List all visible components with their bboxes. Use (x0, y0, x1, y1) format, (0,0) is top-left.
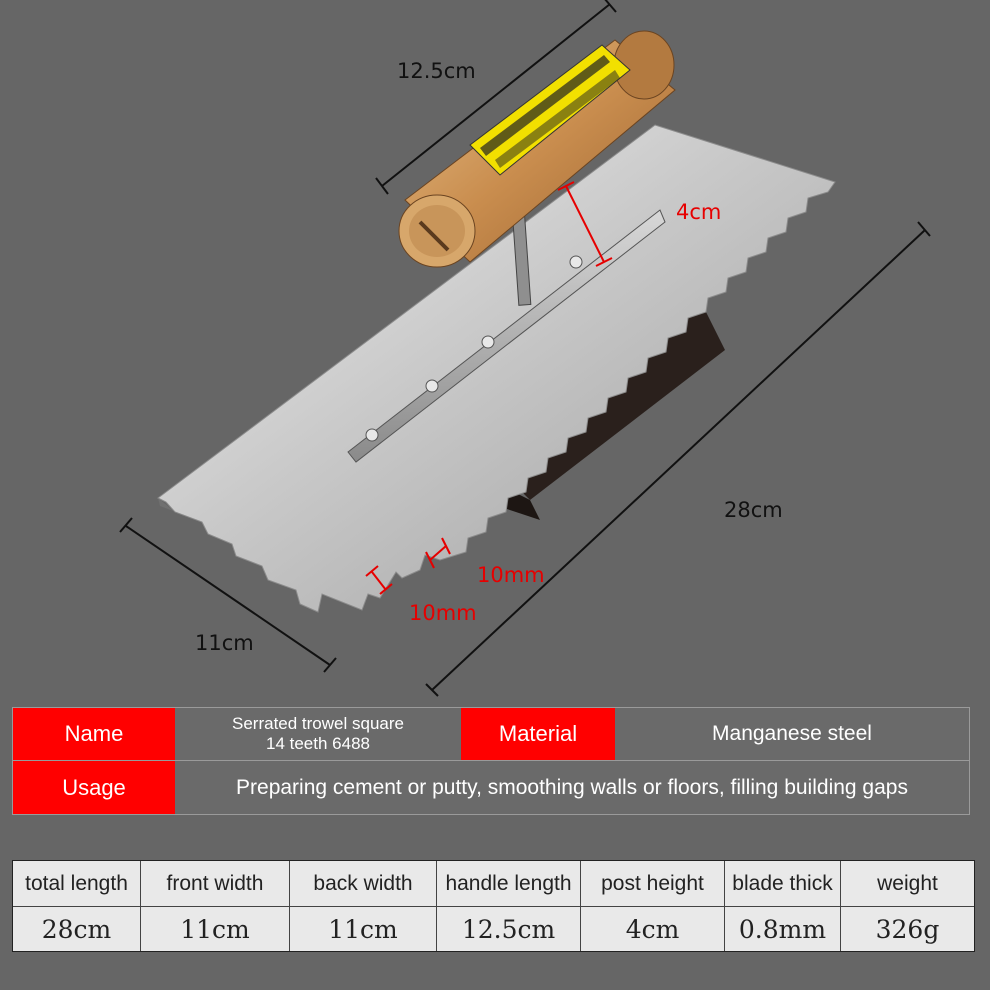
dim-front-width: 11cm (195, 631, 254, 655)
dim-handle-length: 12.5cm (397, 59, 476, 83)
spec-value-back-width: 11cm (290, 907, 437, 951)
spec-value-total-length: 28cm (13, 907, 141, 951)
product-info-table: Name Serrated trowel square 14 teeth 648… (12, 707, 970, 815)
dim-tooth-spacing: 10mm (409, 601, 477, 625)
spec-header-back-width: back width (290, 861, 437, 907)
usage-label: Usage (13, 761, 175, 814)
name-value-line2: 14 teeth 6488 (266, 734, 370, 753)
dim-post-height: 4cm (676, 200, 721, 224)
spec-header-blade-thick: blade thick (725, 861, 841, 907)
spec-value-post-height: 4cm (581, 907, 725, 951)
spec-header-weight: weight (841, 861, 974, 907)
dim-tooth-width: 10mm (477, 563, 545, 587)
spec-value-weight: 326g (875, 914, 940, 944)
spec-value-handle-length: 12.5cm (437, 907, 581, 951)
spec-value-front-width: 11cm (141, 907, 290, 951)
spec-table: total length front width back width hand… (12, 860, 975, 952)
spec-header-front-width: front width (141, 861, 290, 907)
red-dimension-lines (365, 181, 613, 595)
wooden-handle (398, 30, 676, 268)
handle-label-sticker (469, 44, 631, 176)
serrated-blade (157, 124, 836, 613)
name-label: Name (13, 708, 175, 760)
trowel-illustration: 12.5cm 4cm 28cm 11cm 10mm 10mm (119, 0, 931, 697)
material-label: Material (461, 708, 615, 760)
dim-total-length: 28cm (724, 498, 783, 522)
name-value-line1: Serrated trowel square (232, 714, 404, 733)
row-divider (13, 760, 969, 761)
spec-value-blade-thick: 0.8mm (725, 907, 841, 951)
spec-header-total-length: total length (13, 861, 141, 907)
dimension-lines (119, 0, 931, 697)
spec-header-handle-length: handle length (437, 861, 581, 907)
usage-value: Preparing cement or putty, smoothing wal… (236, 775, 908, 799)
mounting-rail (347, 209, 666, 463)
spec-header-post-height: post height (581, 861, 725, 907)
name-value: Serrated trowel square 14 teeth 6488 (175, 708, 461, 760)
material-value: Manganese steel (712, 722, 872, 745)
